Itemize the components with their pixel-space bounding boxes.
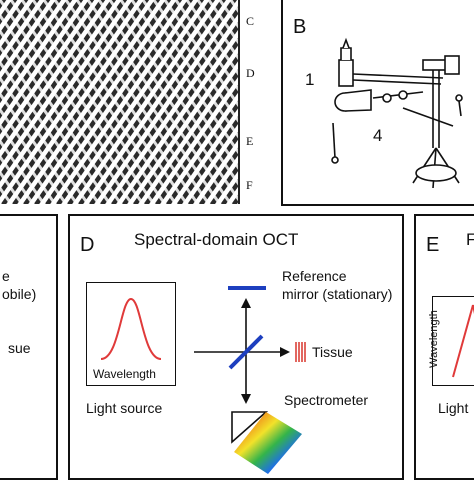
panel-b-callout-4: 4 (373, 126, 383, 145)
panel-b-letter: B (293, 16, 307, 38)
wavelength-label: Wavelength (93, 367, 156, 381)
panel-a-tick-f: F (246, 178, 253, 192)
optical-path (194, 286, 306, 474)
panel-b: B 1 4 (281, 0, 474, 206)
wavelength-box: Wavelength (86, 282, 176, 386)
light-source-label: Light source (86, 400, 163, 416)
panel-c-line-3: sue (8, 340, 31, 356)
panel-e-plot-box: Wavelength (428, 296, 474, 386)
arrow-up-reference (241, 298, 251, 308)
panel-e: E F Wavelength Light (414, 214, 474, 480)
reference-label-1: Reference (282, 268, 347, 284)
panel-e-wavelength-label: Wavelength (427, 310, 440, 368)
panel-e-ramp (452, 304, 474, 378)
panel-e-light-fragment: Light (438, 400, 469, 416)
panel-a-tick-axis (238, 0, 262, 204)
spectrometer-label: Spectrometer (284, 392, 369, 408)
apparatus-drawing (331, 37, 463, 189)
panel-c-line-2: obile) (2, 286, 37, 302)
beam-splitter (228, 334, 264, 370)
panel-d-title: Spectral-domain OCT (134, 230, 299, 249)
fringe-pattern (0, 0, 244, 204)
panel-d: D Spectral-domain OCT Wavelength Light s… (68, 214, 404, 480)
panel-e-title-fragment: F (466, 230, 474, 250)
arrow-down-spectrometer (241, 394, 251, 404)
panel-a-tick-d: D (246, 66, 255, 80)
reference-label-2: mirror (stationary) (282, 286, 393, 302)
spectrum-curve (100, 297, 162, 360)
panel-a-tick-e: E (246, 134, 254, 148)
arrow-right-tissue (280, 347, 290, 357)
panel-b-callout-1: 1 (305, 70, 315, 89)
tissue-label: Tissue (312, 344, 353, 360)
spectrometer-rainbow (234, 412, 302, 474)
tissue-sample (295, 342, 306, 362)
panel-c-line-1: e (2, 268, 10, 284)
panel-c: e obile) sue (0, 214, 58, 480)
panel-a-tick-c: C (246, 14, 255, 28)
panel-a (0, 0, 244, 204)
panel-d-letter: D (80, 234, 95, 256)
spectrometer-grating (231, 411, 269, 444)
panel-e-letter: E (426, 234, 440, 256)
